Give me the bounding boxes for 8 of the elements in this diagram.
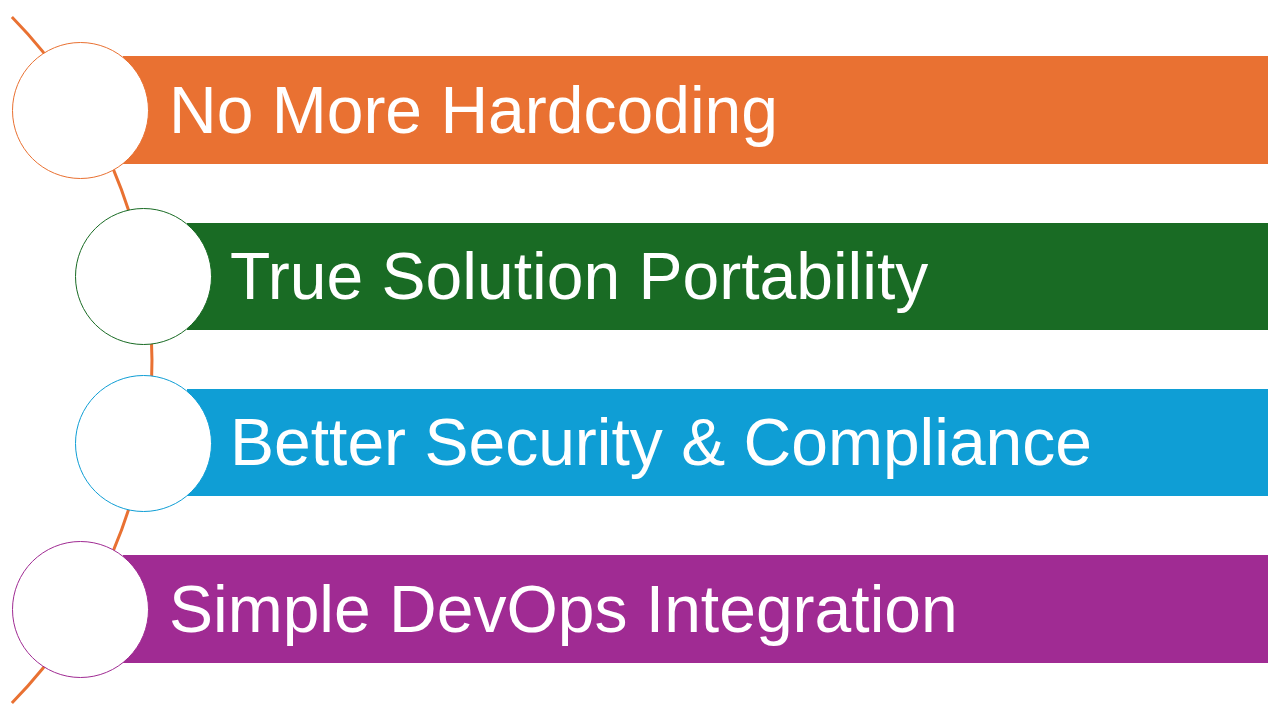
bar-text: Better Security & Compliance [230, 406, 1093, 479]
bar-text: True Solution Portability [230, 240, 929, 313]
bar-text: Simple DevOps Integration [169, 572, 958, 646]
list-bar [187, 389, 1268, 496]
bar-text: No More Hardcoding [169, 73, 778, 147]
list-bar [187, 223, 1268, 330]
list-bar [123, 555, 1268, 663]
list-bar [123, 56, 1268, 164]
